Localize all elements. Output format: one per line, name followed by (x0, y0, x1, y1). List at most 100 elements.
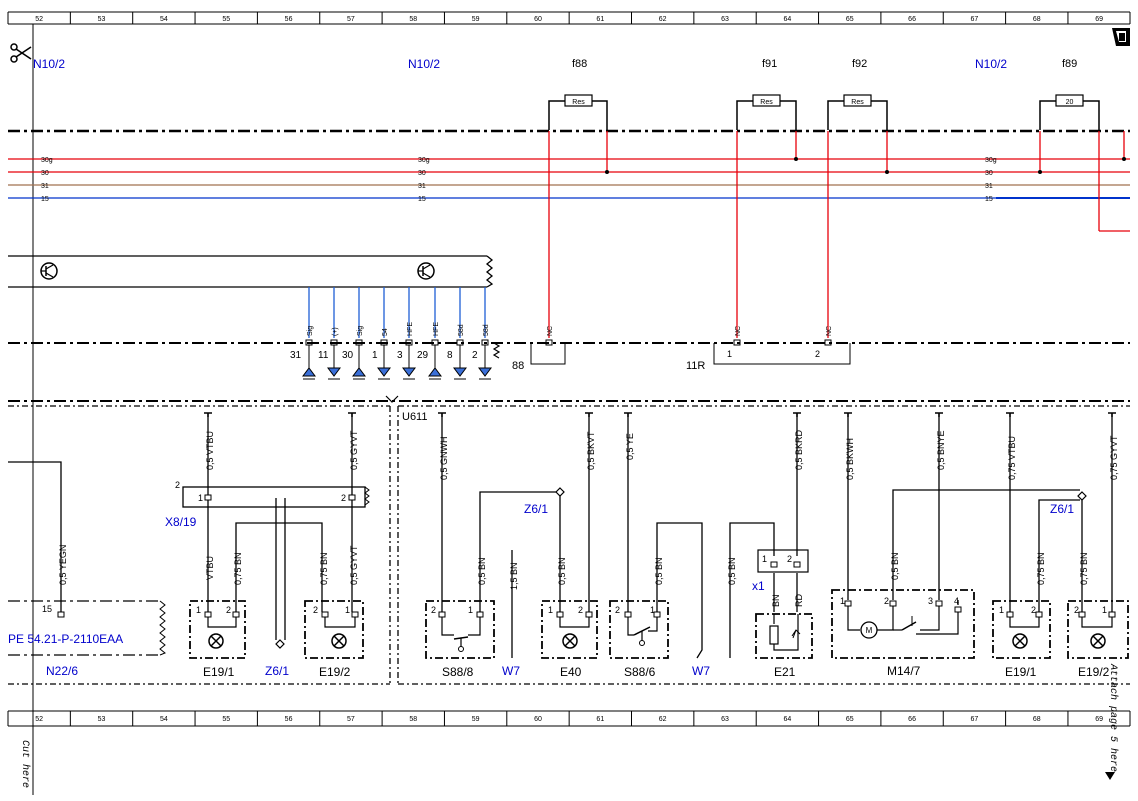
top-ruler-column-label: 65 (846, 16, 854, 23)
bottom-ruler-column-label: 59 (472, 716, 480, 723)
rail-label-30-mid: 30 (418, 170, 426, 177)
signal-wires (308, 287, 486, 338)
top-ruler-column-label: 62 (659, 16, 667, 23)
pin-number: 31 (290, 350, 302, 361)
svg-text:E19/2: E19/2 (319, 665, 351, 679)
pin-number: 2 (472, 350, 478, 361)
bottom-ruler-column-label: 64 (783, 716, 791, 723)
wire-label: 0,5 BKRD (794, 429, 804, 470)
wire-label: 0,5 VTBU (205, 431, 215, 470)
reference-link: PE 54.21-P-2110EAA (8, 632, 123, 646)
wire-label: RD (794, 594, 804, 607)
svg-text:3: 3 (928, 596, 933, 606)
svg-text:1: 1 (650, 605, 655, 615)
svg-text:Res: Res (760, 99, 773, 106)
pin-tag: Sig (357, 326, 364, 336)
top-ruler-column-label: 64 (783, 16, 791, 23)
svg-text:2: 2 (226, 605, 231, 615)
fuse-f89: f89 20 (1039, 58, 1100, 130)
scissors-icon (10, 43, 32, 63)
bottom-ruler-column-label: 62 (659, 716, 667, 723)
wire-label: 0,5 YEGN (58, 545, 68, 585)
top-ruler-column-label: 57 (347, 16, 355, 23)
fuse-f92: f92 Res (827, 58, 888, 130)
lower-section-borders (8, 395, 1130, 685)
ground-triangles (302, 345, 492, 380)
top-ruler-column-label: 55 (222, 16, 230, 23)
svg-text:1: 1 (198, 493, 203, 503)
wire-label: 1,5 BN (509, 562, 519, 590)
rail-label-30-right: 30 (985, 170, 993, 177)
svg-text:Res: Res (851, 99, 864, 106)
rail-label-30g-right: 30g (985, 157, 997, 164)
svg-text:1: 1 (727, 349, 732, 359)
n10-2-label-right: N10/2 (975, 57, 1007, 71)
fuse-f88: f88 Res (548, 58, 608, 130)
rail-label-15-right: 15 (985, 196, 993, 203)
rail-label-31: 31 (41, 183, 49, 190)
wire-label: 0,5 BKWH (845, 438, 855, 480)
wire-label: 0,75 VTBU (1007, 436, 1017, 480)
svg-text:88: 88 (512, 360, 524, 372)
harness-wires (8, 413, 1113, 659)
rail-label-30g-mid: 30g (418, 157, 430, 164)
splice-z6-1: Z6/1 (1050, 491, 1087, 516)
svg-text:2: 2 (884, 596, 889, 606)
wire-label: 0,5 GNWH (439, 436, 449, 480)
pin-tag: HFE (433, 322, 440, 336)
connector-x1: 1 2 x1 (752, 549, 809, 593)
cut-here-note: Cut here (19, 740, 30, 789)
pin-number: 8 (447, 350, 453, 361)
bottom-ruler-column-label: 60 (534, 716, 542, 723)
control-unit-box (8, 255, 494, 288)
page-corner-icon (1112, 28, 1130, 46)
svg-text:2: 2 (1031, 605, 1036, 615)
wire-label: 0,5 BN (890, 552, 900, 580)
svg-text:20: 20 (1066, 99, 1074, 106)
rail-label-15-mid: 15 (418, 196, 426, 203)
bottom-ruler-column-label: 53 (98, 716, 106, 723)
rail-label-30g: 30g (41, 157, 53, 164)
break-symbol (492, 342, 501, 359)
svg-text:2: 2 (615, 605, 620, 615)
wire-label: 0,5 GYVT (349, 430, 359, 470)
svg-text:Res: Res (572, 99, 585, 106)
svg-text:2: 2 (815, 349, 820, 359)
bottom-ruler-column-label: 68 (1033, 716, 1041, 723)
svg-text:E19/1: E19/1 (1005, 665, 1037, 679)
top-ruler-column-label: 59 (472, 16, 480, 23)
svg-text:2: 2 (1074, 605, 1079, 615)
top-ruler-column-label: 52 (35, 16, 43, 23)
wire-label: 0,5 GYVT (349, 545, 359, 585)
svg-text:f89: f89 (1062, 58, 1077, 70)
svg-text:15: 15 (42, 604, 52, 614)
pin-tag: 54 (382, 328, 389, 336)
top-ruler-column-label: 60 (534, 16, 542, 23)
svg-text:f92: f92 (852, 58, 867, 70)
connector-w7: W7 (502, 664, 520, 678)
svg-text:x1: x1 (752, 579, 765, 593)
top-ruler-column-label: 66 (908, 16, 916, 23)
bottom-ruler-column-label: 65 (846, 716, 854, 723)
svg-text:f91: f91 (762, 58, 777, 70)
wire-label: 0,75 BN (1036, 552, 1046, 585)
top-ruler-column-label: 61 (596, 16, 604, 23)
arrow-down-icon (1105, 772, 1115, 780)
splice-z6-1: Z6/1 (265, 639, 289, 678)
svg-text:E21: E21 (774, 665, 796, 679)
wire-label: BN (771, 594, 781, 607)
component-n22-6: 15 PE 54.21-P-2110EAA N22/6 (8, 600, 166, 678)
ground-tee-icons (204, 412, 1116, 417)
bottom-ruler-column-label: 69 (1095, 716, 1103, 723)
wire-label: VTBU (205, 556, 215, 580)
bottom-ruler-column-label: 58 (409, 716, 417, 723)
svg-text:2: 2 (313, 605, 318, 615)
svg-text:2: 2 (578, 605, 583, 615)
attach-page-note: Attach page 5 here (1107, 664, 1118, 773)
bottom-ruler-column-label: 56 (285, 716, 293, 723)
